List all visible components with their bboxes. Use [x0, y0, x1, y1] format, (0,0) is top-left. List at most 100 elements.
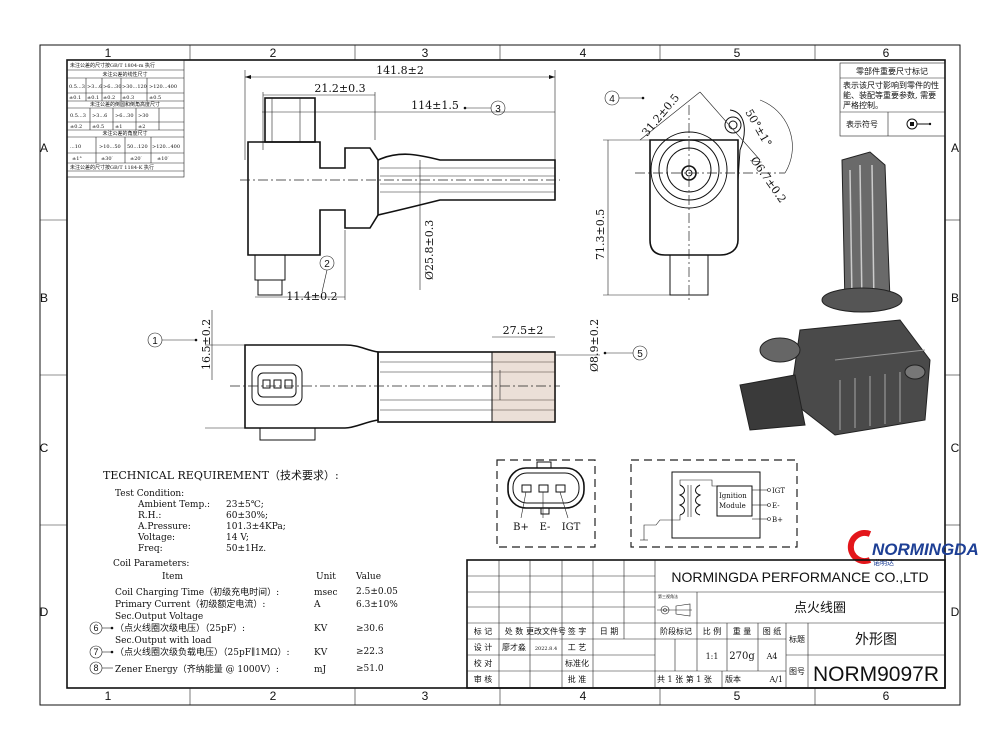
end-view-drawing: [603, 91, 793, 300]
tol-cell: ±0.3: [122, 95, 134, 101]
module-label: Module: [719, 502, 746, 510]
param-item: Sec.Output Voltage: [115, 612, 203, 622]
col-label: 2: [270, 689, 277, 703]
col-label: 1: [105, 689, 112, 703]
tol-cell: ±1: [115, 124, 122, 130]
row-label: B: [951, 291, 959, 305]
header-date: 日 期: [600, 627, 619, 636]
legend-desc: 严格控制。: [843, 100, 883, 110]
angle-title: 未注公差的角度尺寸: [102, 130, 147, 137]
row-label: B: [40, 291, 48, 305]
tol-cell: ±10′: [157, 156, 170, 162]
pin-label-igt: IGT: [562, 522, 581, 533]
technical-requirements: TECHNICAL REQUIREMENT（技术要求）: Test Condit…: [89, 469, 398, 675]
col-label: 1: [105, 46, 112, 60]
param-value: 6.3±10%: [356, 600, 398, 610]
param-item: Coil Charging Time（初级充电时间）:: [115, 586, 279, 598]
svg-text:5: 5: [637, 349, 643, 360]
company-name: NORMINGDA PERFORMANCE CO.,LTD: [671, 569, 928, 585]
callout-balloons: 1 2 3 4 5: [147, 90, 648, 361]
normingda-logo: NORMINGDA 诺明达: [847, 530, 979, 567]
condition-value: 50±1Hz.: [226, 544, 266, 554]
legend-desc: 表示该尺寸影响到零件的性: [843, 80, 939, 90]
svg-text:1: 1: [152, 336, 158, 347]
test-condition-label: Test Condition:: [115, 489, 184, 499]
paper-value: A4: [766, 652, 778, 661]
tolerance-table: 未注公差的尺寸按GB/T 1804-m 执行 未注公差的线性尺寸 0.5...3…: [66, 59, 185, 178]
tol-cell: ±30′: [101, 156, 114, 162]
param-value: ≥22.3: [356, 647, 384, 657]
dim-connector-offset: 21.2±0.3: [314, 82, 365, 95]
scale-value: 1:1: [706, 652, 719, 661]
param-item: （点火线圈次级负载电压）（25pF∥1MΩ）:: [115, 646, 290, 658]
header-change-doc: 更改文件号: [526, 626, 566, 636]
condition-name: R.H.:: [138, 511, 161, 521]
range-cell: 50...120: [127, 144, 148, 150]
dim-tip-diameter: Ø8.9±0.2: [588, 319, 601, 372]
header-signature: 签 字: [568, 626, 587, 636]
legend-symbol-label: 表示符号: [846, 119, 878, 129]
end-view-dimensions: 31.2±0.5 50°±1° Ø6.7±0.2 71.3±0.5: [594, 91, 789, 260]
title-label: 标题: [789, 634, 805, 644]
param-value: ≥51.0: [356, 664, 384, 674]
col-label: 4: [580, 46, 587, 60]
header-paper: 图 纸: [763, 626, 782, 636]
chamfer-title: 未注公差的倒圆和倒角高度尺寸: [90, 101, 160, 108]
dim-bolt-hole: Ø6.7±0.2: [748, 154, 789, 205]
third-angle-projection-icon: [657, 603, 692, 617]
param-item: Sec.Output with load: [115, 636, 212, 646]
range-cell: >120...400: [149, 84, 177, 90]
terminal-igt: IGT: [772, 487, 785, 495]
side-view-dimensions: 141.8±2 21.2±0.3 114±1.5 Ø25.8±0.3 11.4±…: [286, 64, 458, 303]
balloon-2: 2: [319, 255, 335, 293]
range-cell: >3...6: [87, 84, 102, 90]
range-cell: 0.5...3: [69, 84, 85, 90]
drawing-no-label: 图号: [789, 667, 805, 676]
process-label: 工 艺: [568, 643, 587, 652]
logo-subtext: 诺明达: [873, 558, 894, 567]
param-unit: KV: [314, 648, 328, 658]
side-view-drawing: [240, 70, 560, 300]
tol-cell: ±2: [138, 124, 145, 130]
row-labels: A B C D A B C D: [40, 141, 960, 619]
tolerance-footer: 未注公差的尺寸按GB/T 1184-K 执行: [70, 164, 154, 171]
balloon-4: 4: [604, 90, 645, 106]
balloon-7: 7: [89, 645, 114, 659]
logo-text: NORMINGDA: [872, 540, 979, 559]
dim-bolt-distance: 31.2±0.5: [639, 91, 682, 139]
drawing-number: NORM9097R: [813, 663, 939, 686]
designer-name: 廖才淼: [502, 642, 526, 652]
projection-label: 第三视角法: [658, 593, 678, 599]
version-value: A/1: [768, 675, 783, 684]
header-scale: 比 例: [703, 626, 722, 636]
balloon-8: 8: [89, 661, 113, 675]
terminal-e-minus: E-: [772, 502, 780, 510]
param-item: Zener Energy（齐纳能量 @ 1000V）:: [115, 663, 279, 675]
header-unit: Unit: [316, 572, 336, 582]
col-label: 5: [734, 46, 741, 60]
param-unit: KV: [314, 624, 328, 634]
condition-name: A.Pressure:: [137, 522, 191, 532]
weight-value: 270g: [729, 651, 755, 662]
tech-title: TECHNICAL REQUIREMENT（技术要求）:: [103, 469, 339, 482]
range-cell: >30: [138, 113, 149, 119]
coil-params-label: Coil Parameters:: [113, 559, 189, 569]
condition-value: 101.3±4KPa;: [226, 522, 286, 532]
range-cell: >6...30: [115, 113, 134, 119]
balloon-6: 6: [89, 621, 114, 635]
legend-title: 零部件重要尺寸标记: [856, 66, 928, 76]
dim-bolt-angle: 50°±1°: [742, 107, 774, 149]
dim-total-height: 71.3±0.5: [594, 209, 607, 260]
sheet-count: 共 1 张 第 1 张: [657, 674, 712, 684]
part-name: 点火线圈: [794, 600, 846, 615]
range-cell: >120...400: [152, 144, 180, 150]
standard-label: 标准化: [565, 658, 589, 668]
header-item: Item: [162, 572, 183, 582]
row-label: A: [40, 141, 48, 155]
col-label: 3: [422, 46, 429, 60]
linear-title: 未注公差的线性尺寸: [102, 71, 147, 78]
tol-cell: ±20′: [130, 156, 143, 162]
pin-label-e-minus: E-: [540, 522, 551, 533]
dim-connector-height: 11.4±0.2: [286, 290, 337, 303]
param-value: ≥30.6: [356, 624, 384, 634]
